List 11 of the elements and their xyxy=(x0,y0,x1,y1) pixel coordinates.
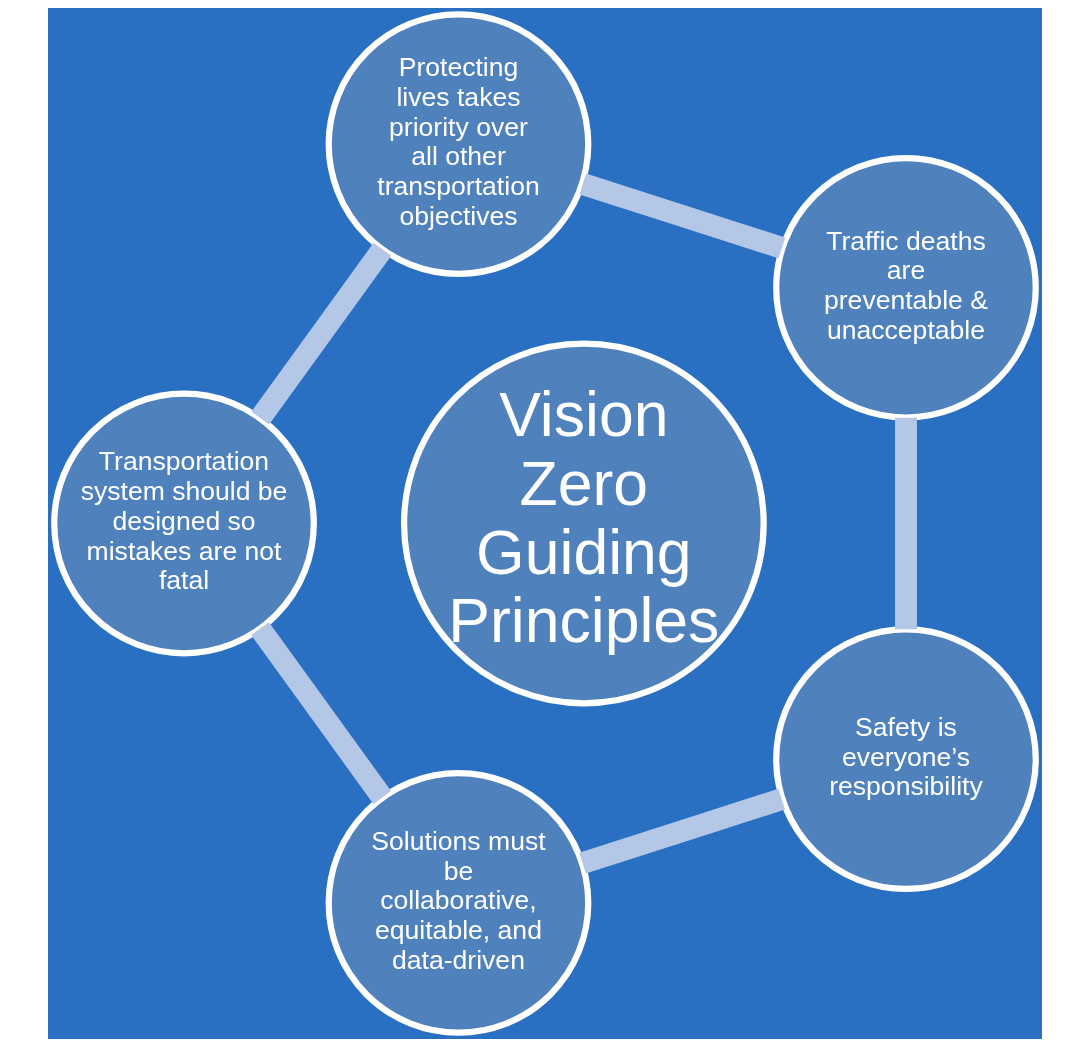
node-circle: Transportation system should be designed so mistakes are not fatal xyxy=(50,390,317,657)
connector xyxy=(578,173,785,259)
node-circle: Solutions must be collaborative, equitable, and data-driven xyxy=(325,770,591,1036)
node-circle: Protecting lives takes priority over all other transportation objectives xyxy=(325,11,591,277)
connector xyxy=(250,242,391,425)
node-circle: Traffic deaths are preventable & unacceptable xyxy=(772,154,1039,421)
connector xyxy=(250,622,391,804)
connector xyxy=(578,788,785,874)
node-circle: Vision Zero Guiding Principles xyxy=(400,340,767,707)
connector xyxy=(894,417,917,630)
node-circle: Safety is everyone’s responsibility xyxy=(772,626,1039,893)
